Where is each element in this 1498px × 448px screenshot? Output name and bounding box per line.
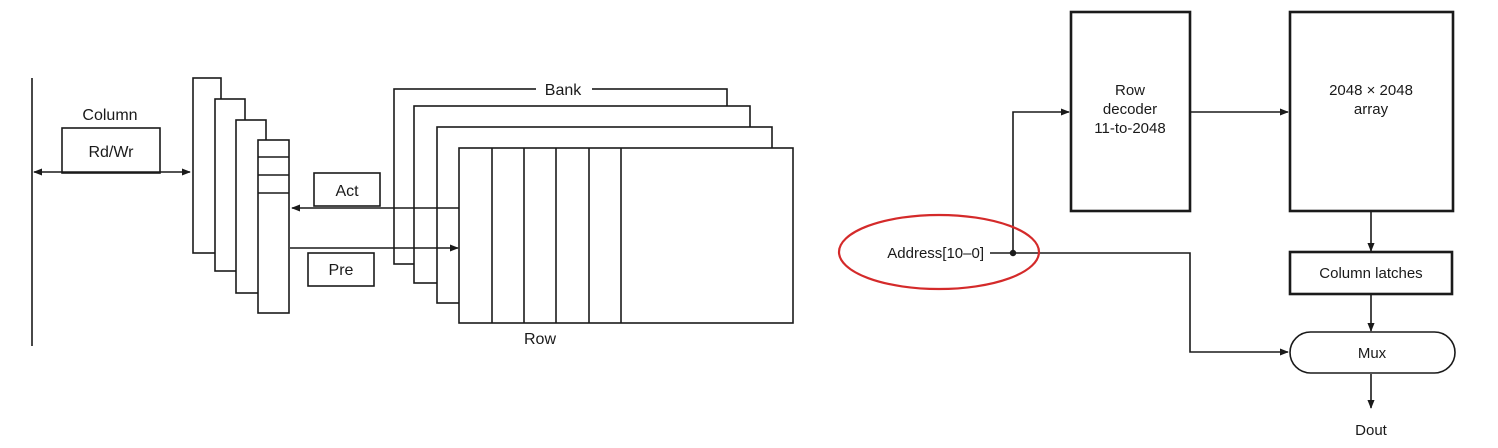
- bank-plane-front: [458, 147, 794, 324]
- column-buffer-4: [257, 139, 290, 314]
- row-decoder-box: [1069, 10, 1192, 213]
- dout-label: Dout: [1355, 422, 1388, 439]
- bank-label: Bank: [545, 82, 582, 99]
- act-label: Act: [335, 183, 359, 200]
- mux-box: [1289, 331, 1456, 374]
- address-to-decoder-wire: [1012, 108, 1070, 253]
- address-to-mux-wire: [1013, 252, 1289, 356]
- rdwr-label: Rd/Wr: [88, 144, 134, 161]
- bank-label-bg: [536, 80, 592, 98]
- array-line-2: array: [1354, 101, 1389, 118]
- pre-label: Pre: [329, 262, 354, 279]
- column-latches-label: Column latches: [1319, 265, 1422, 282]
- array-line-1: 2048 × 2048: [1329, 82, 1413, 99]
- address-decode-diagram: Row decoder 11-to-2048 2048 × 2048 array…: [837, 10, 1456, 439]
- dram-bank-diagram: Column Rd/Wr Act Pre Bank: [31, 77, 794, 348]
- column-latches-box: [1288, 250, 1454, 296]
- address-highlight-ellipse: [837, 213, 1041, 291]
- row-label: Row: [524, 331, 556, 348]
- memory-array-box: [1288, 10, 1455, 213]
- row-decoder-line-1: Row: [1115, 82, 1145, 99]
- act-box: [313, 172, 381, 207]
- column-label: Column: [82, 107, 137, 124]
- mux-label: Mux: [1358, 345, 1387, 362]
- address-label: Address[10–0]: [887, 245, 984, 262]
- row-decoder-line-2: decoder: [1103, 101, 1157, 118]
- row-decoder-line-3: 11-to-2048: [1094, 120, 1165, 137]
- pre-box: [307, 252, 375, 287]
